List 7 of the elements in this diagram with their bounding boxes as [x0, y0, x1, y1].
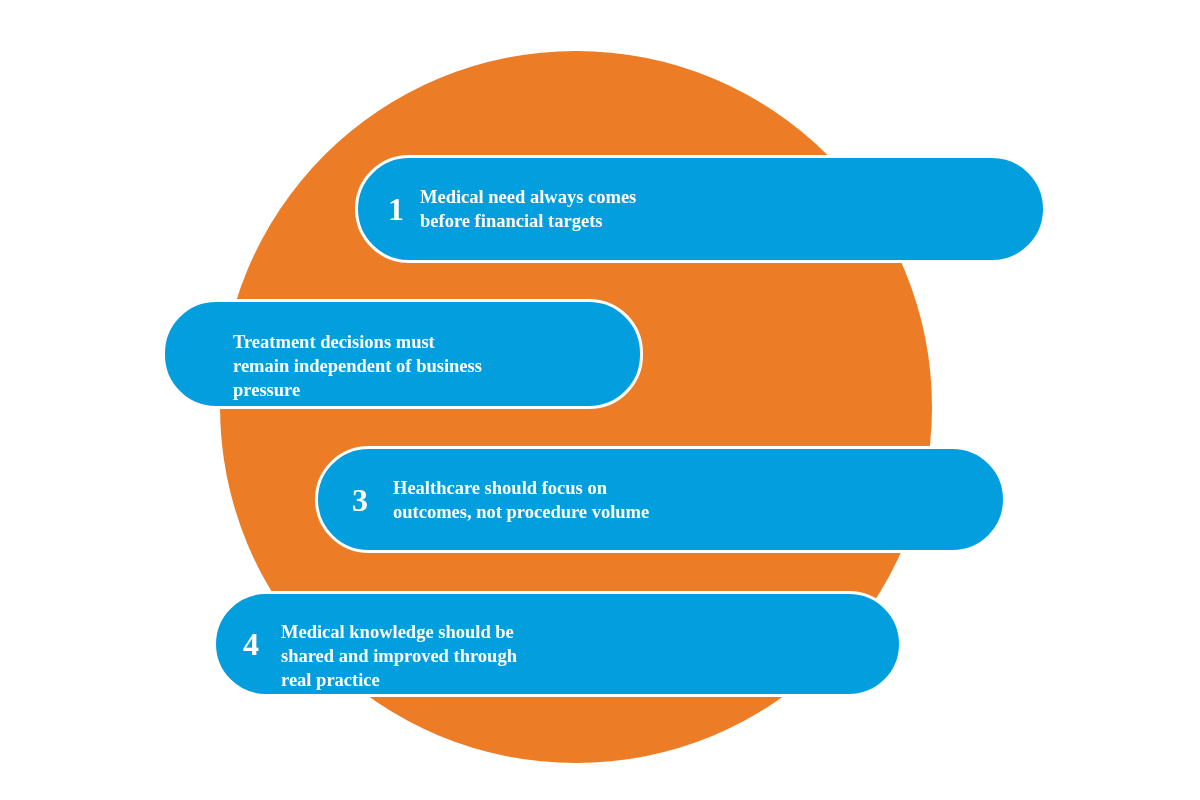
statement-text: Medical need always comes before financial targets	[420, 186, 638, 233]
step-number: 4	[243, 628, 259, 660]
statement-text: Medical knowledge should be shared and improved through real practice	[281, 621, 518, 692]
statement-text: Treatment decisions must remain independent of business pressure	[233, 331, 483, 402]
step-number: 1	[388, 193, 404, 225]
step-number: 3	[352, 483, 368, 516]
statement-text: Healthcare should focus on outcomes, not procedure volume	[393, 476, 651, 524]
